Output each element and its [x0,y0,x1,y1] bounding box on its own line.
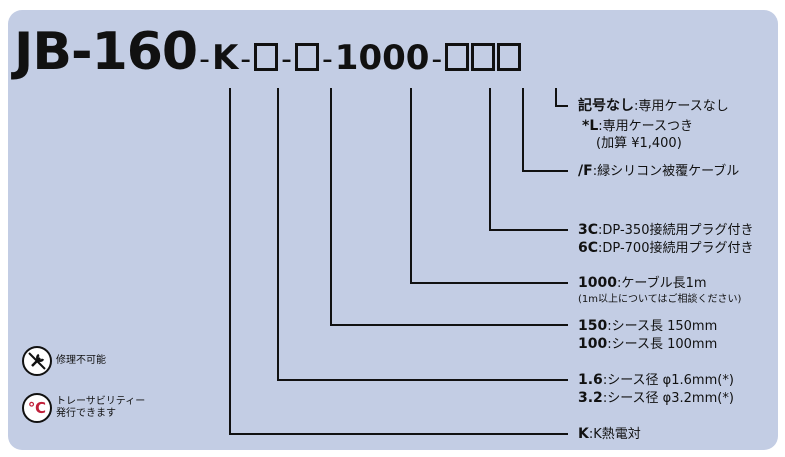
diagram-panel [8,10,778,450]
celsius-certificate-icon: ℃ [22,393,52,423]
model-code: JB-160 - K - - - 1000 - [14,22,522,92]
conn-6c-line: 6C:DP-700接続用プラグ付き [578,240,754,256]
case-l-price: (加算 ¥1,400) [596,136,682,151]
case-none-line: 記号なし:専用ケースなし [578,98,729,114]
code-box-sheath [294,43,319,71]
code-k: K [211,38,239,78]
code-base: JB-160 [14,22,198,82]
dia-16-line: 1.6:シース径 φ1.6mm(*) [578,372,734,388]
conn-3c-line: 3C:DP-350接続用プラグ付き [578,222,754,238]
code-dash-5: - [431,42,443,77]
case-l-line: *L:専用ケースつき [582,118,693,134]
traceable-label: トレーサビリティー 発行できます [56,396,146,419]
leader-cable [522,88,568,172]
unrepairable-badge: 修理不可能 [22,346,106,376]
leader-sheath [330,88,568,326]
code-dash-2: - [240,42,252,77]
code-dash-3: - [281,42,292,77]
traceable-badge: ℃ トレーサビリティー 発行できます [22,393,145,423]
leader-connector [489,88,568,231]
dia-32-line: 3.2:シース径 φ3.2mm(*) [578,390,734,406]
leader-length [410,88,568,284]
leader-diameter [277,88,568,381]
cable-f-line: /F:緑シリコン被覆ケーブル [578,163,740,179]
k-line: K:K熱電対 [578,426,641,442]
leader-case [555,88,568,107]
sheath-150-line: 150:シース長 150mm [578,318,718,334]
code-box-connector [445,43,470,71]
code-box-diameter [254,43,279,71]
wrench-prohibited-icon [22,346,52,376]
code-box-case [497,43,522,71]
code-dash-4: - [321,42,333,77]
code-length: 1000 [334,38,430,78]
length-note: (1m以上についてはご相談ください) [578,294,742,305]
code-dash-1: - [199,42,210,77]
unrepairable-label: 修理不可能 [56,355,106,366]
code-box-cable [471,43,496,71]
sheath-100-line: 100:シース長 100mm [578,336,718,352]
leader-k [229,88,568,435]
length-line: 1000:ケーブル長1m [578,275,707,291]
